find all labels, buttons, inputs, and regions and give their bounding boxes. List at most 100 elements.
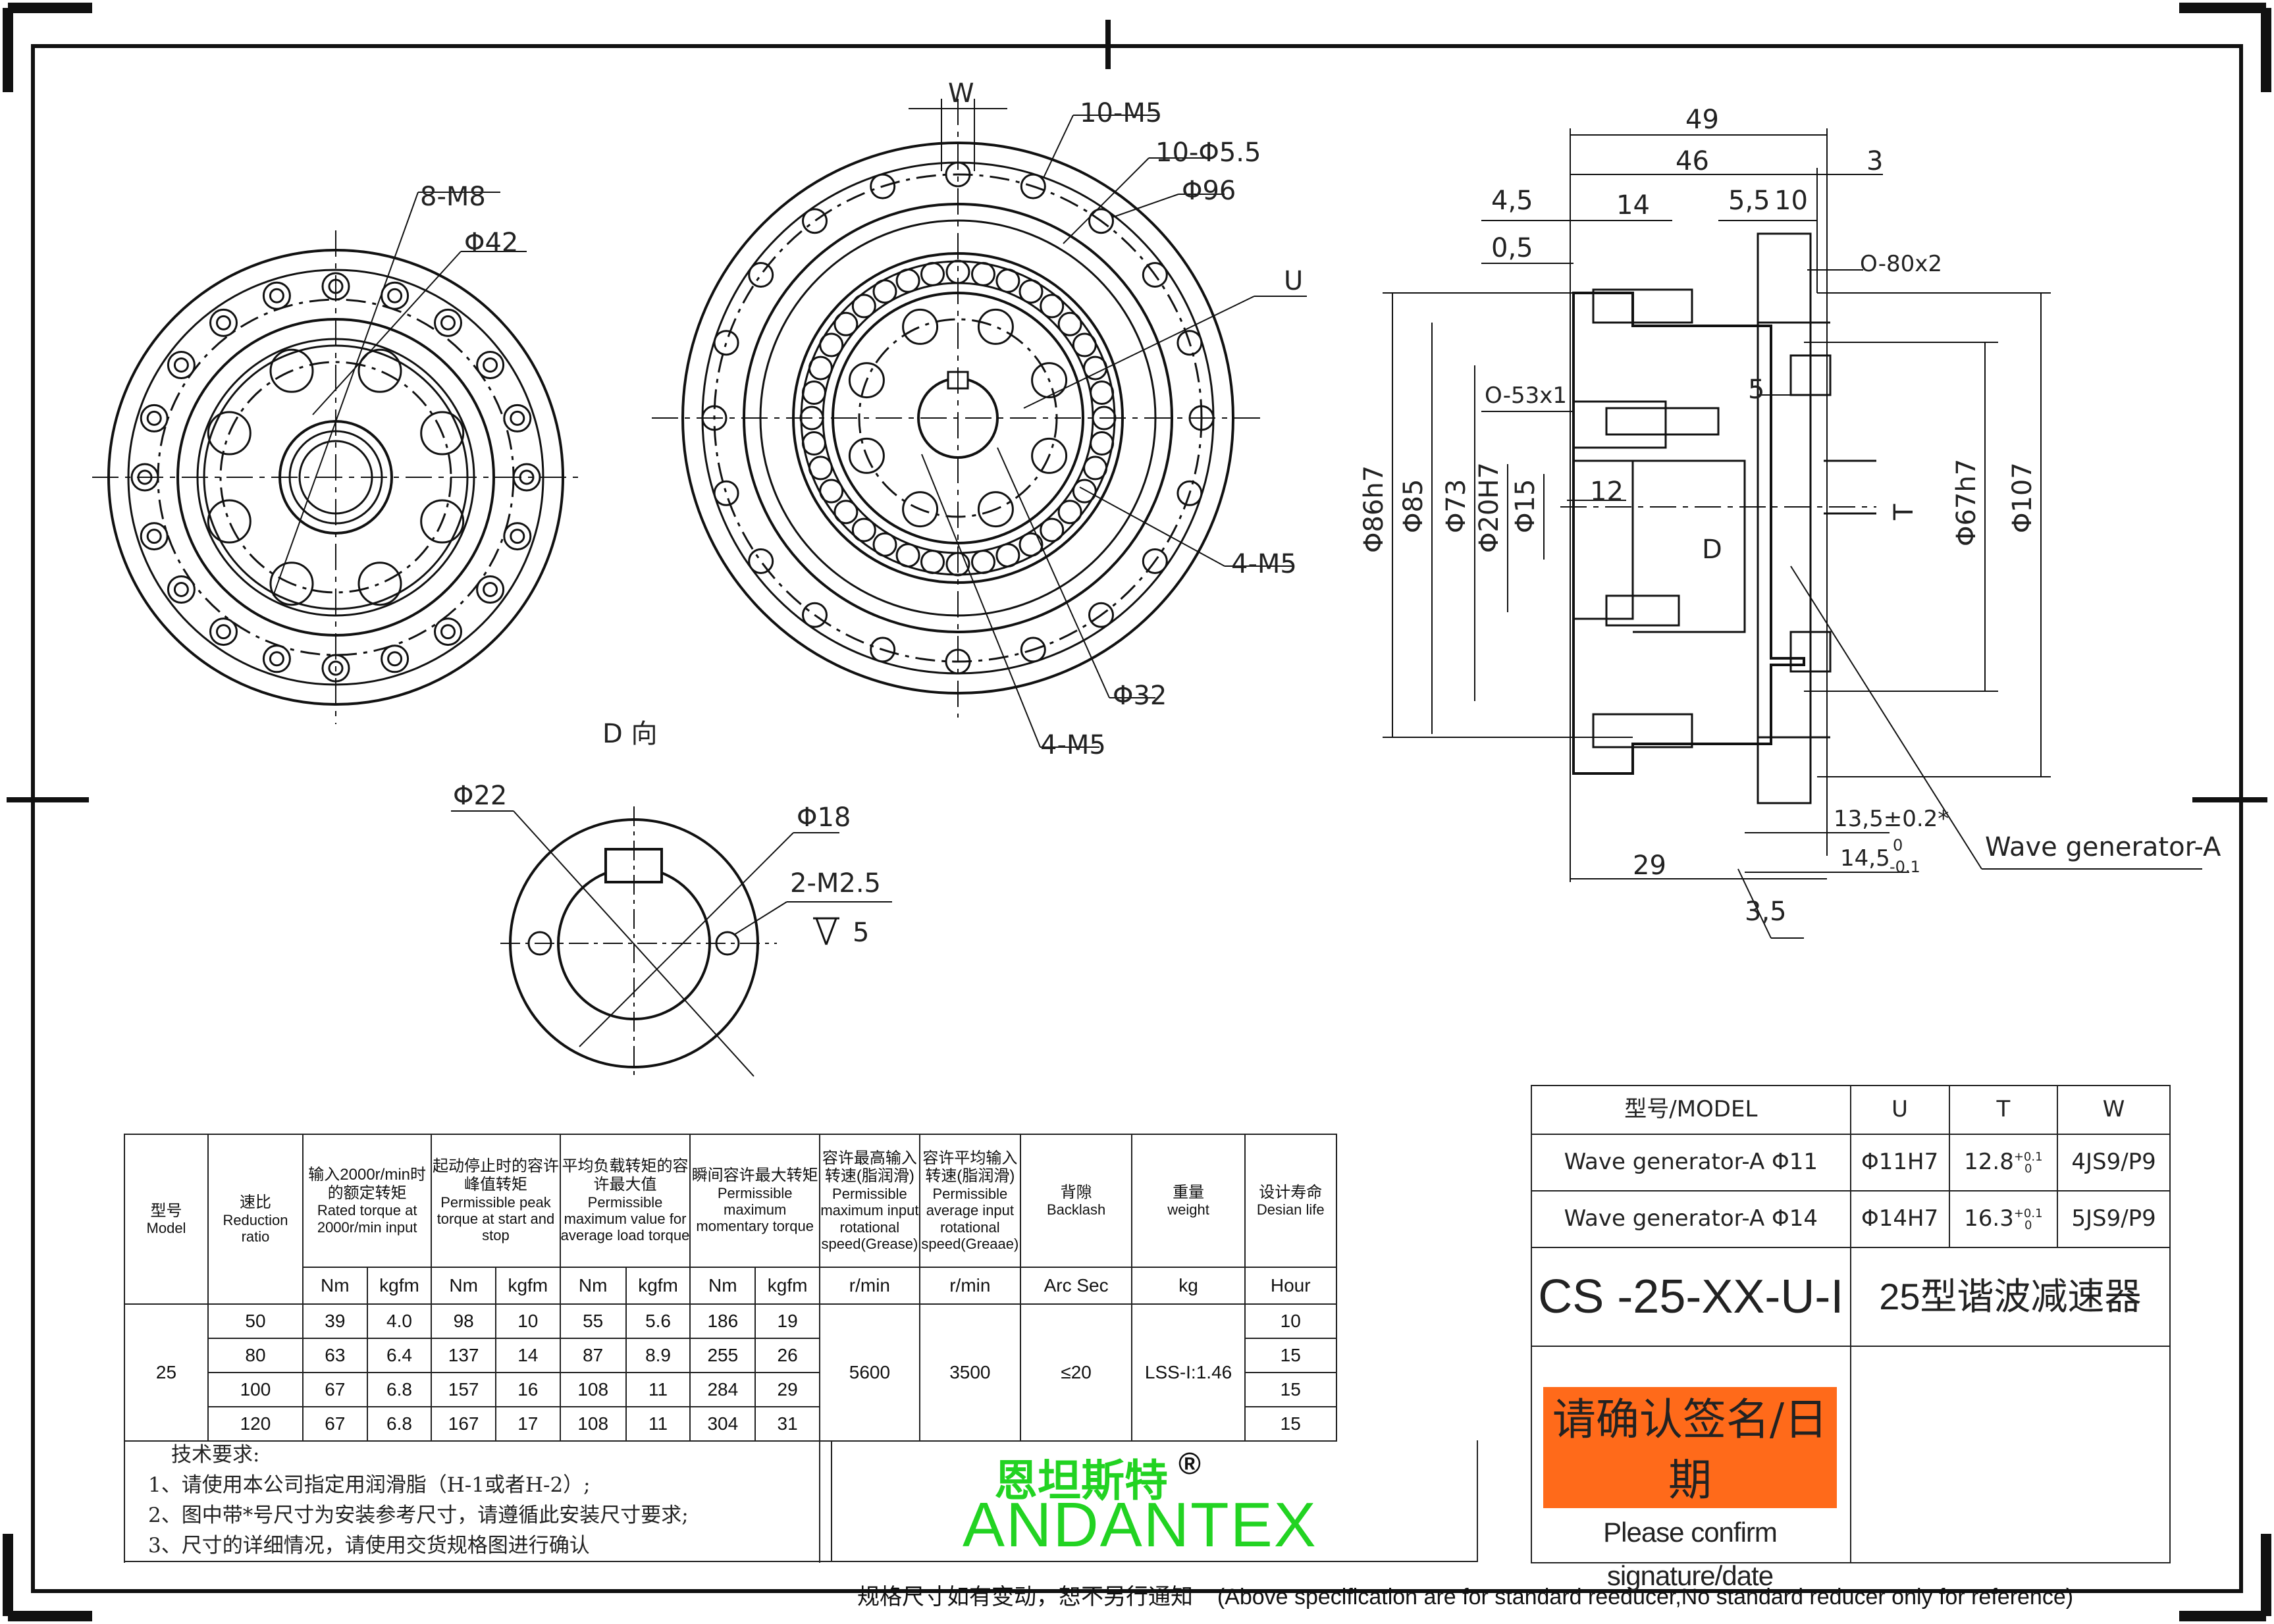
brand-latin: ANDANTEX	[963, 1490, 1317, 1560]
hole	[902, 308, 939, 345]
weight-value: LSS-I:1.46	[1131, 1303, 1246, 1442]
unit-kg: kg	[1131, 1267, 1246, 1305]
dim-d85: Φ85	[1398, 479, 1429, 533]
table-cell: 39	[302, 1303, 368, 1339]
hole-inner	[440, 315, 456, 330]
center-d96-label: Φ96	[1182, 176, 1236, 206]
hole	[1072, 479, 1097, 504]
hole	[920, 550, 945, 575]
center-w-label: W	[948, 78, 974, 109]
center-front-view	[652, 99, 1307, 748]
hole-inner	[440, 624, 456, 640]
hole-inner	[510, 410, 525, 426]
hole	[748, 548, 774, 574]
table-cell: 19	[754, 1303, 820, 1339]
footer-cn: 规格尺寸如有变动，恕不另行通知	[857, 1584, 1193, 1610]
hole	[1088, 602, 1114, 628]
hole	[977, 491, 1014, 528]
hole	[1020, 637, 1046, 663]
dim-14-5: 14,5	[1840, 845, 1890, 872]
table-cell: 87	[559, 1338, 627, 1373]
unit-kgfm: kgfm	[625, 1267, 691, 1305]
table-cell: 14	[494, 1338, 561, 1373]
hole-inner	[173, 582, 189, 597]
d-view-d18: Φ18	[797, 802, 851, 833]
left-front-view	[92, 192, 579, 724]
hole	[434, 617, 462, 646]
dim-13-5: 13,5±0.2*	[1834, 806, 1949, 832]
tol-up: 0	[1893, 836, 1903, 854]
table-cell: 63	[302, 1338, 368, 1373]
hole	[167, 575, 196, 604]
unit-nm: Nm	[431, 1267, 496, 1305]
table-cell: 98	[431, 1303, 496, 1339]
dim-5-5: 5,5	[1728, 186, 1770, 216]
table-cell: 67	[302, 1406, 368, 1442]
inner-hole-circle	[207, 348, 465, 606]
table-cell: 6.8	[366, 1372, 433, 1407]
dim-d: D	[1702, 535, 1722, 565]
ratio-cell: 50	[207, 1303, 304, 1339]
unit-kgfm: kgfm	[366, 1267, 433, 1305]
hole	[420, 499, 465, 544]
hole	[167, 351, 196, 379]
hole	[748, 262, 774, 288]
brand-registered: ®	[1178, 1446, 1201, 1480]
note-line: 3、尺寸的详细情况，请使用交货规格图进行确认	[148, 1534, 590, 1558]
unit-arcsec: Arc Sec	[1019, 1267, 1133, 1305]
hole	[848, 362, 885, 399]
unit-kgfm: kgfm	[494, 1267, 561, 1305]
avg-input-value: 3500	[918, 1303, 1021, 1442]
hole-inner	[387, 651, 403, 667]
hole	[207, 411, 251, 456]
table-cell: 11	[625, 1372, 691, 1407]
hole	[870, 173, 896, 199]
part-code: CS -25-XX-U-I	[1531, 1247, 1851, 1347]
hole	[802, 208, 828, 234]
hole-inner	[328, 660, 344, 676]
hole-inner	[269, 288, 284, 303]
hole	[1040, 294, 1065, 319]
hole	[269, 562, 314, 606]
dim-0-5: 0,5	[1491, 233, 1533, 263]
dim-d67: Φ67h7	[1951, 459, 1982, 546]
section-view	[1383, 128, 2202, 939]
table-cell: 67	[302, 1372, 368, 1407]
table-cell: 10	[494, 1303, 561, 1339]
table-row: 100 67 6.8 157 16 108 11 284 29	[124, 1372, 820, 1407]
life-cell: 10	[1244, 1303, 1337, 1339]
hole-inner	[510, 529, 525, 544]
hole	[801, 431, 826, 456]
left-dia-label: Φ42	[464, 228, 518, 258]
hole	[381, 281, 410, 310]
note-line: 2、图中带*号尺寸为安装参考尺寸，请遵循此安装尺寸要求;	[148, 1504, 689, 1527]
confirm-signature-box: 请确认签名/日期 Please confirm signature/date	[1543, 1387, 1837, 1591]
dim-12: 12	[1590, 477, 1624, 507]
part-name: 25型谐波减速器	[1849, 1247, 2171, 1347]
d-view-thread: 2-M2.5	[790, 868, 881, 899]
table-row: 120 67 6.8 167 17 108 11 304 31	[124, 1406, 820, 1442]
dim-d15: Φ15	[1510, 479, 1541, 533]
center-m5-label: 10-M5	[1080, 98, 1162, 128]
hole	[902, 491, 939, 528]
hole	[1040, 517, 1065, 542]
ratio-cell: 80	[207, 1338, 304, 1373]
model-cell: 25	[124, 1303, 209, 1442]
ratio-cell: 100	[207, 1372, 304, 1407]
confirm-cn: 请确认签名/日期	[1552, 1394, 1828, 1506]
hole-inner	[483, 357, 498, 373]
dim-d20: Φ20H7	[1474, 462, 1504, 553]
hole	[895, 268, 920, 293]
brand-cn: 恩坦斯特	[994, 1456, 1168, 1505]
u-cell: Φ11H7	[1849, 1134, 1950, 1192]
hdr-max-input: 容许最高输入转速(脂润滑)Permissible maximum input r…	[819, 1134, 920, 1268]
dim-t: T	[1889, 504, 1919, 521]
hole	[503, 404, 532, 432]
hole-inner	[483, 582, 498, 597]
